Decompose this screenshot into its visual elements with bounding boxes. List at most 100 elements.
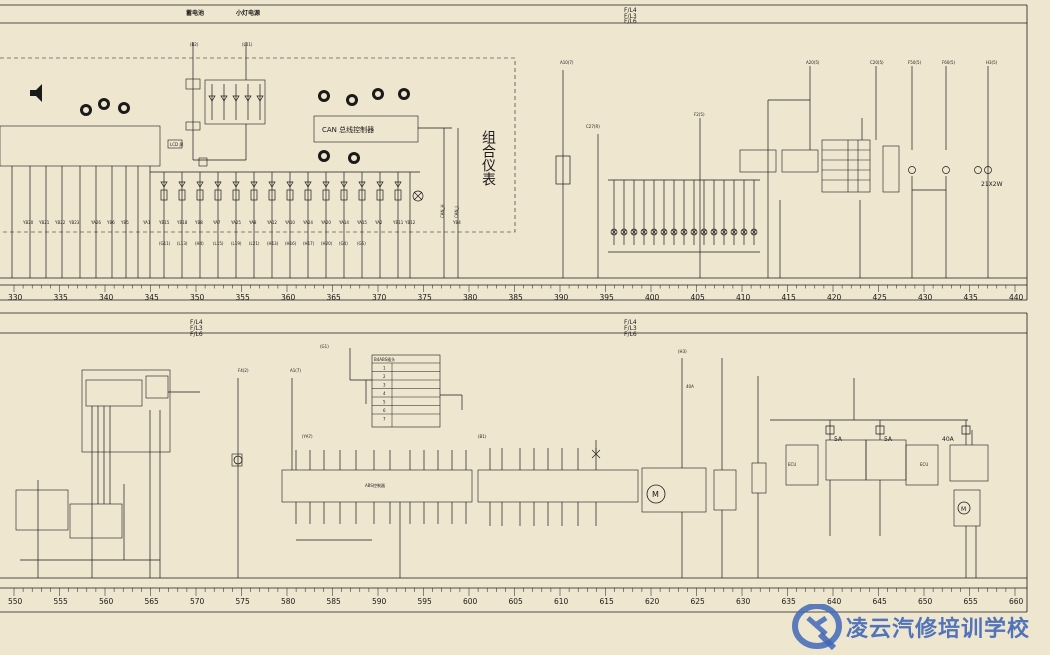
wire-label: (L13): [177, 241, 188, 246]
connector-label: YB11: [392, 220, 404, 225]
abs-row-number: 2: [383, 374, 386, 379]
bottom-header-right-2: F/L3: [624, 325, 637, 332]
can-h-label: CAN_H: [440, 204, 445, 218]
top-ref-label: A20(5): [806, 60, 820, 65]
ruler-label: 430: [918, 293, 933, 302]
ruler-label: 570: [190, 597, 205, 606]
top-gauges: [30, 84, 410, 164]
ruler-label: 625: [691, 597, 706, 606]
can-controller-label: CAN 总线控制器: [322, 125, 374, 134]
connector-label: YA14: [338, 220, 349, 225]
bottom-headers: F/L4 F/L3 F/L6 F/L4 F/L3 F/L6: [190, 319, 637, 338]
ruler-label: 555: [54, 597, 69, 606]
wire-label: (G11): [159, 241, 171, 246]
abs-row-number: 4: [383, 391, 386, 396]
top-ref-label: C27(R): [586, 124, 600, 129]
bottom-panel-frame: [0, 312, 1028, 613]
wire-label: (H20): [321, 241, 333, 246]
connector-label: YA26: [90, 220, 101, 225]
connector-label: YB21: [38, 220, 50, 225]
wire-label: (L15): [213, 241, 224, 246]
top-ref-label: H3(5): [986, 60, 998, 65]
gauge-face-icon: [375, 91, 381, 97]
connector-label: YA24: [302, 220, 313, 225]
top-ref-label: F2(5): [694, 112, 705, 117]
ruler-label: 660: [1009, 597, 1024, 606]
ruler-label: 365: [327, 293, 342, 302]
ruler-label: 655: [964, 597, 979, 606]
cluster-side-label: 组合仪表: [480, 130, 496, 186]
bottom-motors: [233, 455, 971, 515]
ruler-label: 650: [918, 597, 933, 606]
ruler-label: 390: [554, 293, 569, 302]
ruler-label: 635: [782, 597, 797, 606]
title-small-light: 小灯电源: [235, 9, 260, 17]
connector-label: YA12: [266, 220, 277, 225]
top-header-3: F/L6: [624, 18, 637, 25]
connector-label: YA25: [230, 220, 241, 225]
top-ref-label: (L01): [242, 42, 253, 47]
ruler-label: 615: [600, 597, 615, 606]
connector-label: YA10: [284, 220, 295, 225]
bottom-header-right-1: F/L4: [624, 319, 637, 326]
ruler-label: 400: [645, 293, 660, 302]
wire-label: (H13): [267, 241, 279, 246]
connector-label: YA7: [212, 220, 221, 225]
wire-label: (H4): [195, 241, 204, 246]
bottom-boxes: [15, 354, 989, 539]
wire-label: (G5): [357, 241, 366, 246]
ruler-label: 595: [418, 597, 433, 606]
top-headers: F/L4 F/L3 F/L6 蓄电池 小灯电源: [186, 7, 637, 25]
connector-label: YB4: [452, 220, 461, 225]
can-l-label: CAN_L: [454, 204, 459, 218]
watermark-logo-icon: [792, 604, 842, 650]
wire-label: (L19): [231, 241, 242, 246]
motor-icon-2: [957, 501, 971, 515]
ruler-label: 415: [782, 293, 797, 302]
sensor-icon: [233, 455, 243, 465]
ruler-label: 410: [736, 293, 751, 302]
ruler-label: 355: [236, 293, 251, 302]
ref-ya7: (YA7): [302, 434, 313, 439]
abs-row-number: 3: [383, 383, 386, 388]
ruler-label: 610: [554, 597, 569, 606]
ruler-label: 405: [691, 293, 706, 302]
top-ref-label: F50(5): [908, 60, 921, 65]
ruler-label: 590: [372, 597, 387, 606]
gauge-face-icon: [83, 107, 89, 113]
bottom-header-left-2: F/L3: [190, 325, 203, 332]
ref-a1: A1(7): [290, 368, 301, 373]
ruler-label: 580: [281, 597, 296, 606]
ruler-label: 330: [8, 293, 23, 302]
ruler-label: 620: [645, 597, 660, 606]
fuse-5a-1: 5A: [834, 436, 843, 443]
ruler-label: 425: [873, 293, 888, 302]
top-panel-frame: [0, 4, 1028, 301]
wire-label: (H17): [303, 241, 315, 246]
title-battery: 蓄电池: [186, 9, 204, 17]
connector-label: YB23: [68, 220, 80, 225]
connector-label: YA1: [142, 220, 151, 225]
ruler-label: 575: [236, 597, 251, 606]
top-wiring: [11, 42, 992, 278]
speaker-icon: [30, 84, 42, 102]
wire-label: (L21): [249, 241, 260, 246]
connector-label: YB12: [404, 220, 416, 225]
ruler-label: 565: [145, 597, 160, 606]
top-header-1: F/L4: [624, 7, 637, 14]
bottom-header-right-3: F/L6: [624, 331, 637, 338]
top-ref-label: (B2): [190, 42, 199, 47]
gauge-face-icon: [349, 97, 355, 103]
wire-label: (H16): [285, 241, 297, 246]
gauge-face-icon: [101, 101, 107, 107]
connector-label: YA20: [320, 220, 331, 225]
fuse-5a-2: 5A: [884, 436, 893, 443]
gauge-face-icon: [321, 93, 327, 99]
connector-label: YA2: [374, 220, 383, 225]
connector-label: YB8: [194, 220, 203, 225]
ruler-label: 350: [190, 293, 205, 302]
